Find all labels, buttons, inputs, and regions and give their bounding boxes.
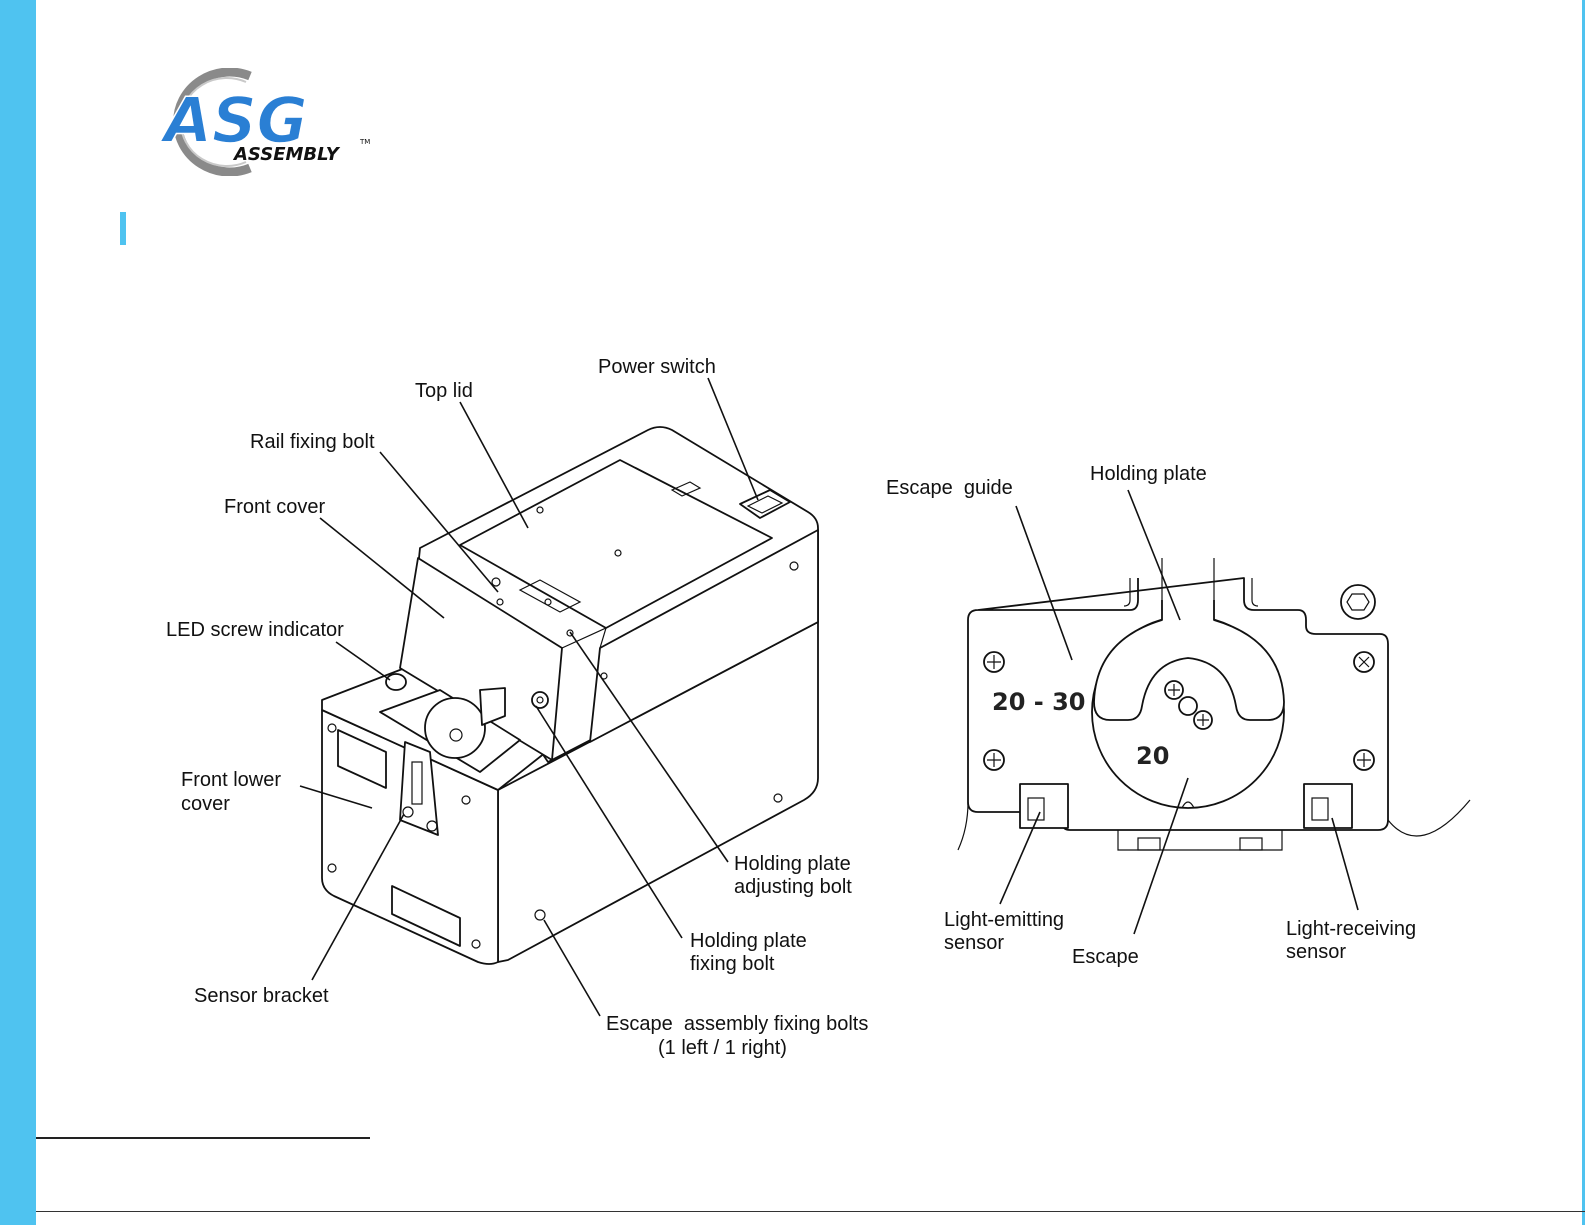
front-label-plate-lower [391, 885, 461, 947]
right-labels: Escape guide Holding plate Light-emittin… [886, 463, 1416, 968]
label-light-receiving-sensor-line1: Light-receiving [1286, 918, 1416, 940]
section-heading-marker [120, 212, 126, 245]
logo-ring [173, 68, 252, 176]
label-front-cover: Front cover [224, 496, 325, 518]
label-escape-assembly-fixing-bolts-line1: Escape assembly fixing bolts [606, 1013, 868, 1035]
bottom-rule [36, 1211, 1585, 1212]
logo-subtitle: ASSEMBLY [232, 144, 341, 165]
front-label-plate-upper [337, 729, 387, 789]
side-accent-band [0, 0, 36, 1225]
label-escape: Escape [1072, 946, 1139, 968]
escape-center-hole [1178, 696, 1198, 716]
left-labels: Power switch Top lid Rail fixing bolt Fr… [166, 356, 868, 1059]
label-escape-assembly-fixing-bolts-line2: (1 left / 1 right) [658, 1037, 787, 1059]
label-holding-plate-fixing-bolt-line1: Holding plate [690, 930, 807, 952]
label-holding-plate: Holding plate [1090, 463, 1207, 485]
label-holding-plate-fixing-bolt-line2: fixing bolt [690, 953, 775, 975]
upper-body-right-face [589, 529, 819, 743]
escape-disc [424, 697, 486, 759]
sensor-bracket [399, 741, 439, 836]
guide-range-marking: 20 - 30 [992, 688, 1085, 716]
escape-detail-drawing: 20 - 30 20 [957, 558, 1471, 851]
label-light-emitting-sensor-line1: Light-emitting [944, 909, 1064, 931]
front-cover [399, 557, 563, 761]
right-accent-edge [1582, 0, 1585, 1225]
hex-socket-bolt [1340, 584, 1376, 620]
left-leader-lines [299, 377, 759, 1017]
holding-plate-fixing-bolt [531, 691, 549, 709]
label-light-emitting-sensor-line2: sensor [944, 932, 1004, 954]
logo-wordmark: ASG [159, 84, 308, 157]
label-holding-plate-adjusting-bolt-line1: Holding plate [734, 853, 851, 875]
label-led-screw-indicator: LED screw indicator [166, 619, 344, 641]
label-light-receiving-sensor-line2: sensor [1286, 941, 1346, 963]
footer-rule [36, 1137, 370, 1139]
right-leader-lines [999, 489, 1359, 935]
label-front-lower-cover-line1: Front lower [181, 769, 281, 791]
label-rail-fixing-bolt: Rail fixing bolt [250, 431, 375, 453]
lower-body-right-face [497, 621, 819, 963]
holding-plate-detail [1093, 600, 1285, 721]
label-escape-guide: Escape guide [886, 477, 1013, 499]
escape-size-marking: 20 [1136, 742, 1169, 770]
logo-trademark: TM [359, 138, 370, 146]
led-screw-indicator [385, 673, 407, 691]
label-power-switch: Power switch [598, 356, 716, 378]
label-front-lower-cover-line2: cover [181, 793, 230, 815]
top-lid [459, 459, 773, 629]
label-sensor-bracket: Sensor bracket [194, 985, 329, 1007]
label-holding-plate-adjusting-bolt-line2: adjusting bolt [734, 876, 852, 898]
escape-guide-block [479, 687, 506, 726]
asg-assembly-logo: ASG ASSEMBLY TM [158, 68, 370, 176]
label-top-lid: Top lid [415, 380, 473, 402]
feeder-machine-drawing [321, 426, 819, 965]
power-switch [739, 489, 791, 519]
